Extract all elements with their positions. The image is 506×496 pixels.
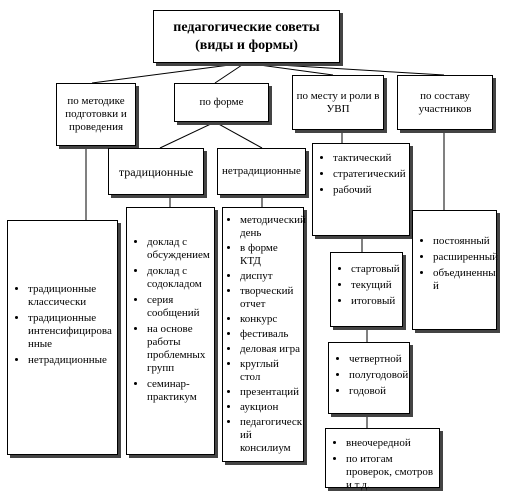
category-place-label: по месту и роли в УВП <box>296 89 380 115</box>
category-method: по методике подготовки и проведения <box>56 83 136 146</box>
list-item: традиционные классически <box>28 283 113 309</box>
category-members: по составу участников <box>397 75 493 130</box>
list-item: полугодовой <box>349 369 408 382</box>
list-item: диспут <box>240 270 301 283</box>
list-item: по итогам проверок, смотров и т.д. <box>346 453 436 492</box>
list-item: аукцион <box>240 401 301 414</box>
list-item: расширенный <box>433 251 498 264</box>
list-item: презентаций <box>240 386 301 399</box>
nontraditional-list: методический день в форме КТД диспут тво… <box>222 207 306 462</box>
list-item: нетрадиционные <box>28 354 113 367</box>
list-item: текущий <box>351 279 399 292</box>
list-item: семинар-практикум <box>147 378 211 404</box>
list-item: доклад с обсуждением <box>147 236 211 262</box>
list-item: серия сообщений <box>147 294 211 320</box>
list-item: методический день <box>240 214 306 240</box>
list-item: доклад с содокладом <box>147 265 211 291</box>
list-item: на основе работы проблемных групп <box>147 323 211 375</box>
list-item: творческий отчет <box>240 285 301 311</box>
list-item: тактический <box>333 152 405 165</box>
form-nontraditional: нетрадиционные <box>217 148 306 195</box>
list-item: постоянный <box>433 235 493 248</box>
list-item: фестиваль <box>240 328 301 341</box>
list-item: в форме КТД <box>240 242 301 268</box>
category-place: по месту и роли в УВП <box>292 75 384 130</box>
extra-list: внеочередной по итогам проверок, смотров… <box>325 428 440 491</box>
period-list: четвертной полугодовой годовой <box>328 342 410 414</box>
place-stage-list: стартовый текущий итоговый <box>330 252 403 327</box>
traditional-list: доклад с обсуждением доклад с содокладом… <box>126 207 215 455</box>
category-form: по форме <box>174 83 269 122</box>
form-traditional-label: традиционные <box>118 164 194 179</box>
category-method-label: по методике подготовки и проведения <box>65 95 127 133</box>
place-level-list: тактический стратегический рабочий <box>312 143 410 236</box>
list-item: традиционные интенсифицирова нные <box>28 312 113 351</box>
category-members-label: по составу участников <box>418 89 472 115</box>
list-item: объединенны й <box>433 267 496 293</box>
members-list: постоянный расширенный объединенны й <box>412 210 498 330</box>
list-item: годовой <box>349 385 406 398</box>
list-item: круглый стол <box>240 358 301 384</box>
form-traditional: традиционные <box>108 148 204 195</box>
list-item: конкурс <box>240 313 301 326</box>
list-item: рабочий <box>333 184 405 197</box>
root-title: педагогические советы (виды и формы) <box>173 19 320 53</box>
list-item: четвертной <box>349 353 406 366</box>
list-item: стратегический <box>333 168 406 181</box>
list-item: итоговый <box>351 295 399 308</box>
list-item: деловая игра <box>240 343 301 356</box>
method-list: традиционные классически традиционные ин… <box>7 220 118 455</box>
category-form-label: по форме <box>199 96 244 108</box>
form-nontraditional-label: нетрадиционные <box>222 165 301 177</box>
list-item: стартовый <box>351 263 400 276</box>
root-node: педагогические советы (виды и формы) <box>153 10 340 63</box>
list-item: педагогическ ий консилиум <box>240 416 302 455</box>
list-item: внеочередной <box>346 437 436 450</box>
